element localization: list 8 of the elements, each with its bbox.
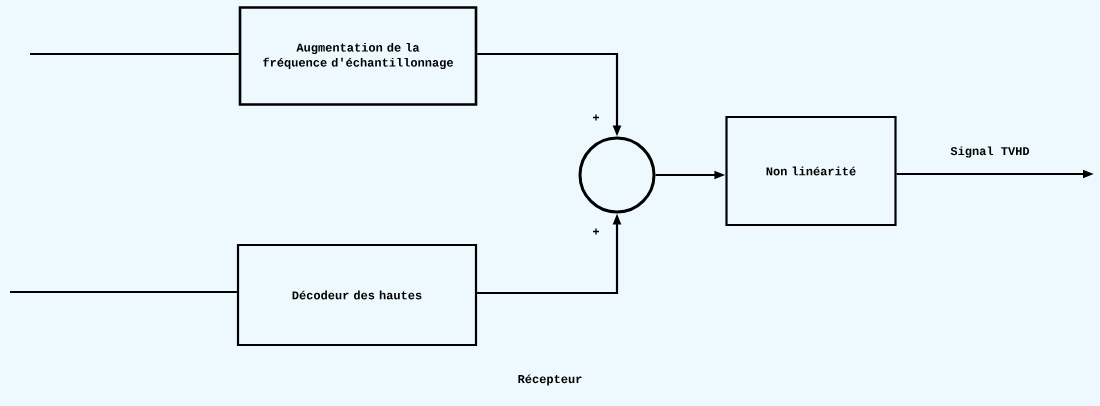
edge-label: Signal TVHD	[950, 146, 1030, 158]
plus-sign: +	[593, 114, 599, 121]
process-box: Augmentation de la fréquence d'échantillonnage	[238, 6, 478, 106]
plus-sign: +	[593, 228, 599, 235]
process-box: Décodeur des hautes	[236, 243, 478, 347]
summing-junction	[578, 136, 656, 214]
process-box: Non linéarité	[725, 115, 897, 227]
caption: Récepteur	[518, 374, 582, 386]
